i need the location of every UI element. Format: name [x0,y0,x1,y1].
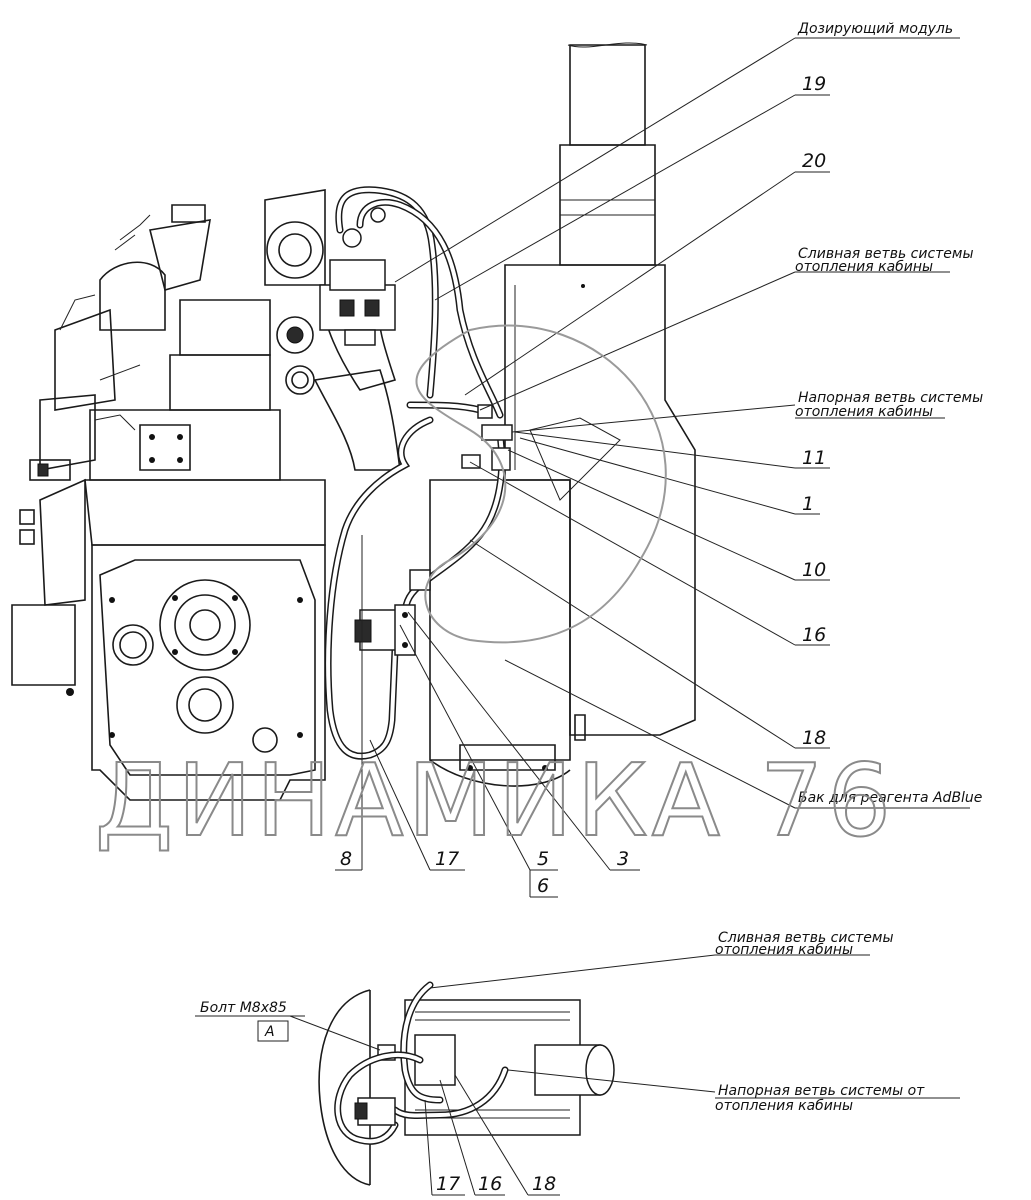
detail-label-bolt-ref: А [264,1024,275,1040]
detail-label-pressure-line2: отопления кабины [715,1098,853,1114]
hoses [324,186,513,760]
callout-1: 1 [802,493,814,515]
engine-assembly [11,189,401,801]
label-pressure-branch-line2: отопления кабины [795,404,933,420]
callout-8: 8 [340,848,352,870]
exhaust-stack [559,42,656,266]
label-pressure-branch-line1: Напорная ветвь системы [798,390,983,406]
detail-label-drain-line1: Сливная ветвь системы [718,930,894,946]
label-dosing-module: Дозирующий модуль [797,21,953,37]
callout-18: 18 [802,727,826,749]
callout-10: 10 [802,559,826,581]
main-annotations: Дозирующий модуль 19 20 Сливная ветвь си… [335,21,983,898]
detail-label-bolt: Болт М8х85 [200,1000,287,1016]
watermark-logo: ДИНАМИКА 76 [94,324,895,860]
callout-17: 17 [435,848,459,870]
label-drain-branch-line1: Сливная ветвь системы [798,246,974,262]
detail-label-pressure-line1: Напорная ветвь системы от [718,1083,925,1099]
callout-20: 20 [802,150,826,172]
dosing-module [319,207,396,346]
callout-6: 6 [537,875,549,897]
callout-16: 16 [802,624,826,646]
detail-callout-17: 17 [436,1173,460,1195]
callout-3: 3 [617,848,629,870]
callout-5: 5 [537,848,549,870]
detail-callout-16: 16 [478,1173,502,1195]
label-tank: Бак для реагента AdBlue [798,790,982,806]
watermark-text: ДИНАМИКА 76 [95,742,895,859]
label-drain-branch-line2: отопления кабины [795,259,933,275]
detail-view [318,981,615,1186]
detail-label-drain-line2: отопления кабины [715,942,853,958]
adblue-tank [429,264,696,787]
callout-19: 19 [802,73,826,95]
callout-11: 11 [802,447,826,469]
detail-callout-18: 18 [532,1173,556,1195]
solenoid-valve [354,569,431,656]
detail-annotations: Сливная ветвь системы отопления кабины Б… [195,930,960,1196]
